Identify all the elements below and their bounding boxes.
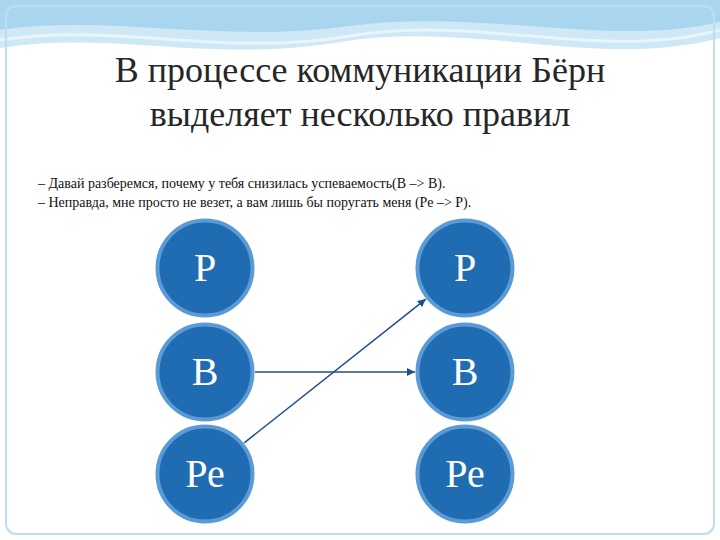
ego-state-letter: В bbox=[452, 352, 479, 392]
top-wave bbox=[0, 0, 720, 50]
ego-state-letter: В bbox=[192, 352, 219, 392]
ego-state-circle: В bbox=[415, 322, 515, 422]
slide-title: В процессе коммуникации Бёрн выделяет не… bbox=[40, 48, 680, 136]
ego-state-circle: Ре bbox=[155, 424, 255, 524]
ego-state-circle: Р bbox=[155, 218, 255, 318]
ego-state-circle: Ре bbox=[415, 424, 515, 524]
circle-text-holder: В bbox=[155, 322, 255, 422]
circle-text-holder: Р bbox=[415, 218, 515, 318]
circle-outline bbox=[158, 221, 253, 316]
dialogue-line: – Неправда, мне просто не везет, а вам л… bbox=[38, 194, 708, 212]
top-wave-line bbox=[0, 30, 720, 43]
ego-state-circle: В bbox=[155, 322, 255, 422]
circle-outline bbox=[158, 325, 253, 420]
top-wave bbox=[0, 0, 720, 32]
circle-text-holder: В bbox=[415, 322, 515, 422]
circle-text-holder: Р bbox=[155, 218, 255, 318]
ego-state-letter: Ре bbox=[445, 454, 484, 494]
slide-frame bbox=[6, 6, 714, 534]
ego-state-letter: Ре bbox=[185, 454, 224, 494]
circle-outline bbox=[418, 325, 513, 420]
circle-outline bbox=[158, 427, 253, 522]
ego-state-letter: Р bbox=[194, 248, 216, 288]
circle-outline bbox=[418, 221, 513, 316]
circle-text-holder: Ре bbox=[155, 424, 255, 524]
ego-state-letter: Р bbox=[454, 248, 476, 288]
circle-text-holder: Ре bbox=[415, 424, 515, 524]
dialogue-line: – Давай разберемся, почему у тебя снизил… bbox=[38, 175, 708, 193]
circle-outline bbox=[418, 427, 513, 522]
transaction-arrow bbox=[244, 299, 426, 443]
ego-state-circle: Р bbox=[415, 218, 515, 318]
